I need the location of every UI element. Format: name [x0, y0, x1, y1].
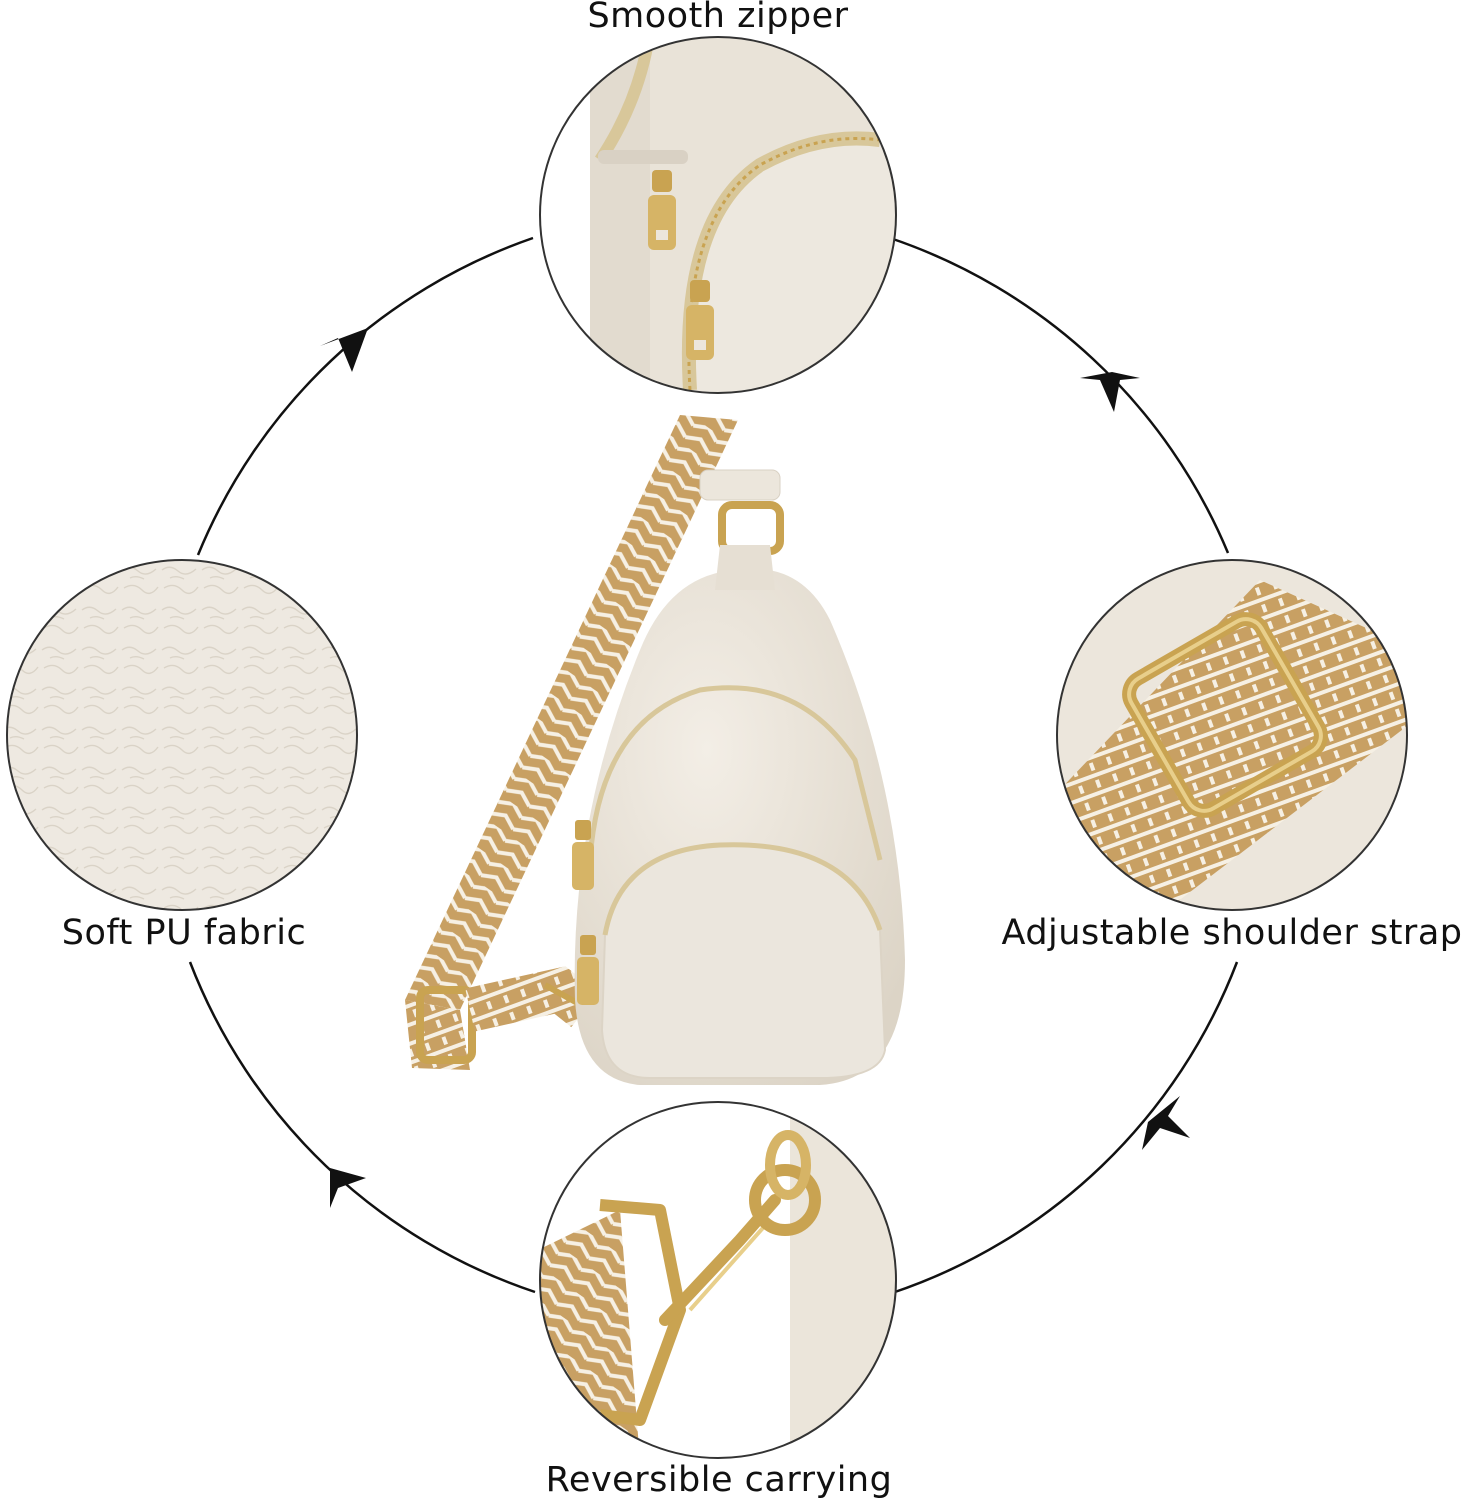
ring-arc-right-bottom [891, 961, 1239, 1295]
ring-arc-left-top [196, 236, 534, 556]
arrow-bottom-right-icon [1142, 1096, 1190, 1150]
ring-arc-bottom-left [188, 961, 536, 1294]
feature-label-smooth-zipper: Smooth zipper [587, 0, 849, 36]
sling-bag-image [405, 415, 905, 1085]
feature-label-reversible-carrying: Reversible carrying [545, 1460, 893, 1500]
feature-label-adjustable-strap: Adjustable shoulder strap [1001, 913, 1463, 953]
bag-strap [405, 415, 738, 1010]
arrow-top-right-icon [1080, 372, 1140, 412]
arrow-top-left-icon [320, 328, 368, 372]
feature-label-soft-pu-fabric: Soft PU fabric [61, 913, 307, 953]
clasp-hook-image [539, 1101, 897, 1459]
cycle-ring [188, 236, 1239, 1295]
zipper-detail-image [539, 36, 897, 394]
arrow-bottom-left-icon [330, 1168, 366, 1208]
strap-buckle-image [1056, 559, 1408, 911]
ring-arc-top-right [889, 236, 1230, 554]
bag-front-pocket [600, 843, 887, 1079]
leather-texture-image [6, 559, 358, 911]
